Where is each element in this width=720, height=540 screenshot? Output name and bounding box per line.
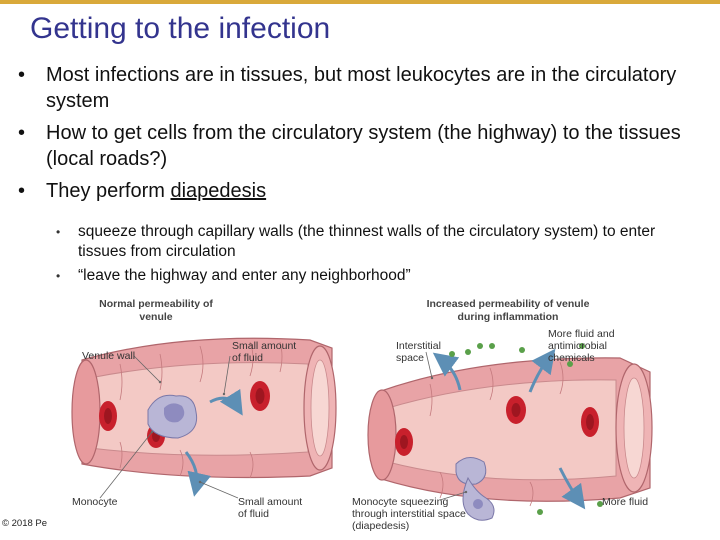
left-venule — [71, 337, 337, 497]
slide-title: Getting to the infection — [30, 12, 331, 45]
bullet-dot-icon: • — [18, 64, 26, 86]
monocyte-squeezing-label: Monocyte squeezing through interstitial … — [352, 496, 466, 532]
more-fluid-label: More fluid — [602, 496, 649, 508]
top-accent-rule — [0, 0, 720, 4]
sub-bullet-text: squeeze through capillary walls (the thi… — [78, 223, 656, 260]
bullet-dot-icon: • — [18, 122, 26, 144]
small-fluid-bottom-label: Small amount of fluid — [238, 496, 303, 520]
venule-permeability-figure: Normal permeability of venule Increased … — [60, 292, 680, 540]
bullet-item: • Most infections are in tissues, but mo… — [18, 62, 708, 114]
sub-bullet-list: • squeeze through capillary walls (the t… — [56, 222, 676, 290]
bullet-item: • How to get cells from the circulatory … — [18, 120, 708, 172]
bullet-item: • They perform diapedesis — [18, 178, 708, 204]
small-fluid-top-label: Small amount of fluid — [232, 340, 297, 364]
sub-bullet-dot-icon: • — [56, 269, 61, 283]
copyright-notice: © 2018 Pe — [2, 518, 48, 529]
sub-bullet-text: “leave the highway and enter any neighbo… — [78, 267, 411, 284]
bullet-dot-icon: • — [18, 180, 26, 202]
left-panel-title: Normal permeability of venule — [99, 298, 213, 323]
monocyte-label: Monocyte — [72, 496, 118, 508]
sub-bullet-dot-icon: • — [56, 225, 61, 239]
diapedesis-term: diapedesis — [170, 180, 267, 202]
bullet-text: How to get cells from the circulatory sy… — [46, 122, 681, 170]
right-panel-title: Increased permeability of venule during … — [426, 298, 590, 323]
more-fluid-chemicals-label: More fluid and antimicrobial chemicals — [548, 328, 615, 364]
venule-wall-label: Venule wall — [82, 350, 136, 362]
sub-bullet-item: • “leave the highway and enter any neigh… — [56, 266, 676, 286]
interstitial-space-label: Interstitial space — [396, 340, 441, 364]
sub-bullet-item: • squeeze through capillary walls (the t… — [56, 222, 676, 262]
main-bullet-list: • Most infections are in tissues, but mo… — [18, 62, 708, 210]
bullet-text: They perform — [46, 180, 171, 202]
right-venule — [367, 343, 653, 521]
venule-illustration — [71, 337, 653, 521]
bullet-text: Most infections are in tissues, but most… — [46, 64, 677, 112]
